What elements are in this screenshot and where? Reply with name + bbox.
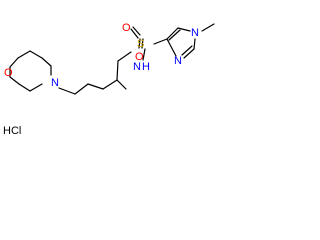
nitrogen-atom-morpholine: N [51,77,59,89]
bond [9,76,20,85]
oxygen-atom-top: O [122,22,131,34]
hydrogen-atom-sulfonamide: H [142,61,150,73]
bond [177,27,191,32]
bond [41,57,52,67]
sulfur-atom: S [137,38,144,50]
nitrogen-atom-imidazole-bottom: N [174,55,182,67]
hydrochloride-label: HCl [3,125,21,137]
bond [29,50,43,59]
bond [153,38,168,45]
bond [117,51,132,62]
bond [193,38,196,50]
bond [183,48,195,59]
bond [58,87,76,95]
bond [29,83,43,92]
bond [166,27,179,40]
bond [132,26,141,36]
bond [116,60,119,81]
nitrogen-atom-sulfonamide: N [133,61,141,73]
bond [116,79,127,90]
bond [166,38,177,57]
bond [141,38,144,49]
bond [130,28,139,39]
bond [74,83,89,95]
bond [138,38,141,49]
bond [168,29,181,41]
oxygen-atom-morpholine: O [4,67,13,79]
bond [102,79,118,90]
bond [181,45,193,56]
bond [87,83,104,90]
nitrogen-atom-imidazole-top: N [191,27,199,39]
bonds [9,23,215,95]
bond [9,57,19,68]
bond [201,23,215,32]
oxygen-atom-bottom: O [135,51,144,63]
bond [18,83,31,92]
atom-labels: O N N H S O O N N HCl [3,22,199,137]
bond [17,50,31,59]
chemical-structure-diagram: O N N H S O O N N HCl [3,22,215,137]
bond [142,48,146,61]
